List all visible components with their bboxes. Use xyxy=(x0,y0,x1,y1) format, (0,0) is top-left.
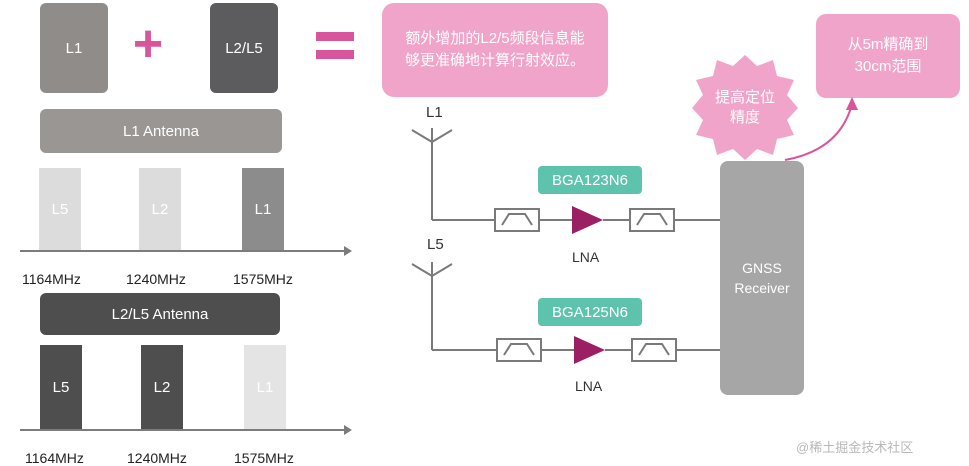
l2l5-ant-bar-l5: L5 xyxy=(40,345,82,429)
l1-ant-axis-arrow xyxy=(344,246,352,256)
l1-ant-bar-l5: L5 xyxy=(39,168,81,250)
filter-1-top xyxy=(494,208,540,232)
receiver-line2: Receiver xyxy=(734,280,790,296)
antenna-l5-icon xyxy=(411,262,453,350)
l2l5-ant-bar-l1: L1 xyxy=(244,345,286,429)
l1-ant-bar-l1: L1 xyxy=(242,168,284,250)
chip-label-top: BGA123N6 xyxy=(538,166,642,194)
l1-block-label: L1 xyxy=(65,39,83,57)
lna-label-bottom: LNA xyxy=(575,378,603,394)
plus-sign: + xyxy=(132,15,164,73)
l1-ant-freq-1575: 1575MHz xyxy=(233,271,293,287)
filter-2-top xyxy=(629,208,675,232)
antenna-top-label: L1 xyxy=(426,104,443,121)
improve-precision-burst xyxy=(692,55,798,160)
curved-arrow-head xyxy=(846,97,858,110)
l2l5-ant-bar-l2: L2 xyxy=(141,345,183,429)
gnss-receiver: GNSS Receiver xyxy=(720,161,804,395)
l2l5-ant-freq-1240: 1240MHz xyxy=(127,450,187,466)
l2l5-ant-axis-arrow xyxy=(344,425,352,435)
l1-ant-freq-1164: 1164MHz xyxy=(22,271,81,287)
filter-2-bottom xyxy=(631,338,677,362)
equals-sign xyxy=(316,32,354,60)
watermark: @稀土掘金技术社区 xyxy=(796,440,914,455)
l1-antenna-title: L1 Antenna xyxy=(40,109,282,153)
lna-amp-bottom xyxy=(574,336,605,364)
l2l5-ant-axis xyxy=(20,429,346,431)
receiver-line1: GNSS xyxy=(742,260,782,276)
l1-ant-bar-l2: L2 xyxy=(139,168,181,250)
extra-band-note: 额外增加的L2/5频段信息能够更准确地计算行射效应。 xyxy=(382,3,608,97)
improve-precision-label: 提高定位精度 xyxy=(714,89,775,126)
range-note: 从5m精确到30cm范围 xyxy=(816,14,960,98)
lna-label-top: LNA xyxy=(572,249,600,265)
l2l5-antenna-title: L2/L5 Antenna xyxy=(40,293,280,335)
lna-amp-top xyxy=(572,206,603,234)
curved-arrow xyxy=(784,103,853,161)
l2l5-ant-freq-1164: 1164MHz xyxy=(25,450,84,466)
l2l5-block-label: L2/L5 xyxy=(225,39,263,57)
filter-1-bottom xyxy=(496,338,542,362)
l2l5-ant-freq-1575: 1575MHz xyxy=(234,450,294,466)
l1-ant-freq-1240: 1240MHz xyxy=(126,271,186,287)
l1-ant-axis xyxy=(20,250,346,252)
chip-label-bottom: BGA125N6 xyxy=(538,298,642,326)
antenna-l1-icon xyxy=(411,128,453,220)
l1-block: L1 xyxy=(40,3,108,93)
antenna-bottom-label: L5 xyxy=(427,236,444,253)
l2l5-block: L2/L5 xyxy=(210,3,278,93)
